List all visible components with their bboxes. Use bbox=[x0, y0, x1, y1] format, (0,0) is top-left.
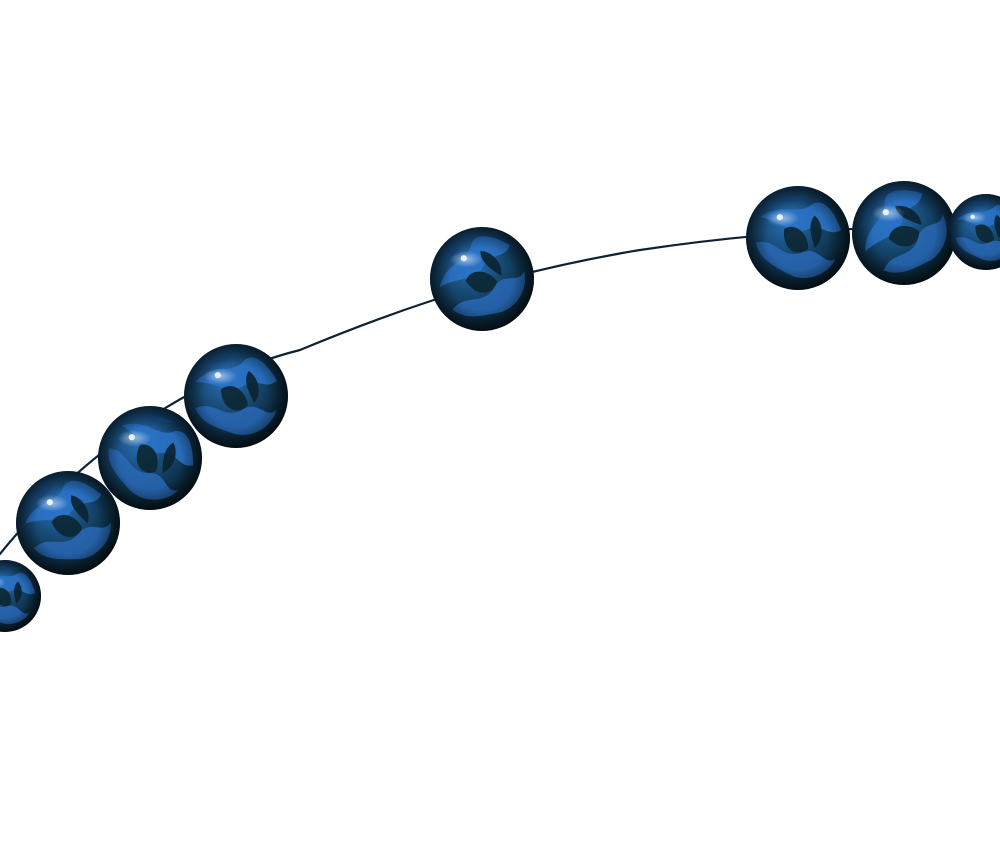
bead bbox=[184, 344, 288, 448]
bead bbox=[746, 185, 850, 290]
bead bbox=[93, 398, 210, 514]
bead bbox=[0, 557, 43, 632]
bead bbox=[16, 470, 120, 575]
bead bbox=[844, 172, 961, 290]
bead bbox=[425, 221, 536, 332]
beads-group bbox=[0, 172, 1000, 632]
bead bbox=[948, 194, 1000, 270]
